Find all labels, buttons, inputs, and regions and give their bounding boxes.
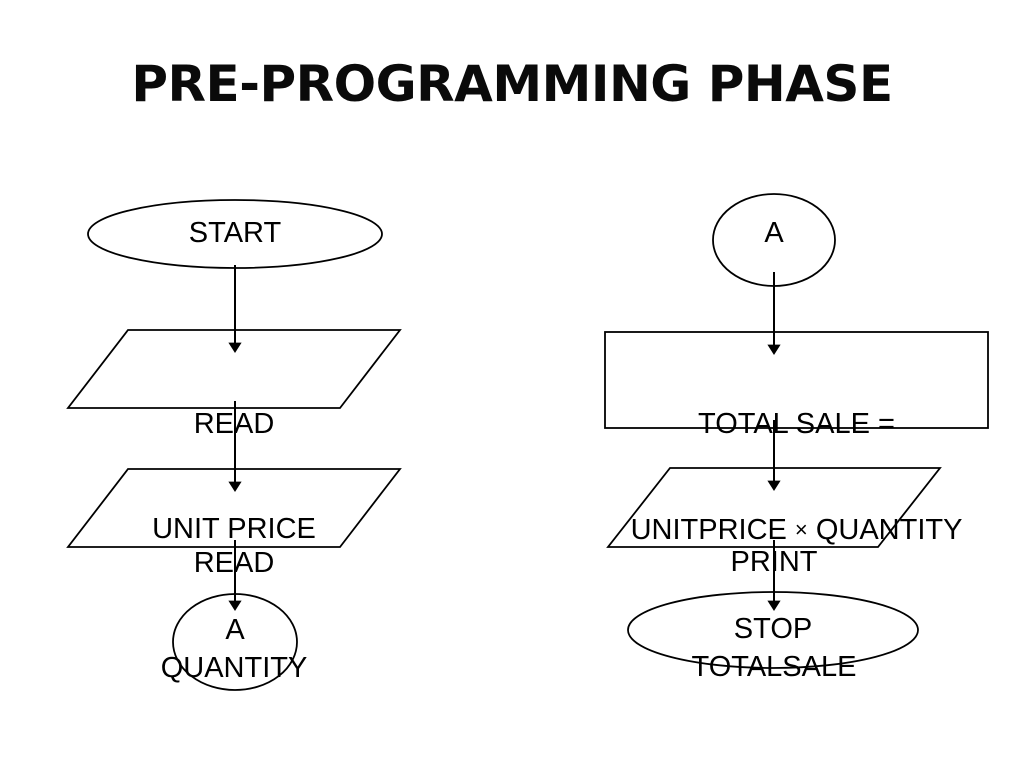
node-start-shape [87, 199, 383, 269]
node-read-unit-price-shape [66, 329, 402, 409]
node-connector-a-out-shape [172, 593, 298, 691]
node-print-totalsale-shape [606, 467, 942, 548]
node-read-quantity-shape [66, 468, 402, 548]
node-total-sale-shape [604, 331, 989, 429]
page-title: PRE-PROGRAMMING PHASE [131, 55, 893, 113]
